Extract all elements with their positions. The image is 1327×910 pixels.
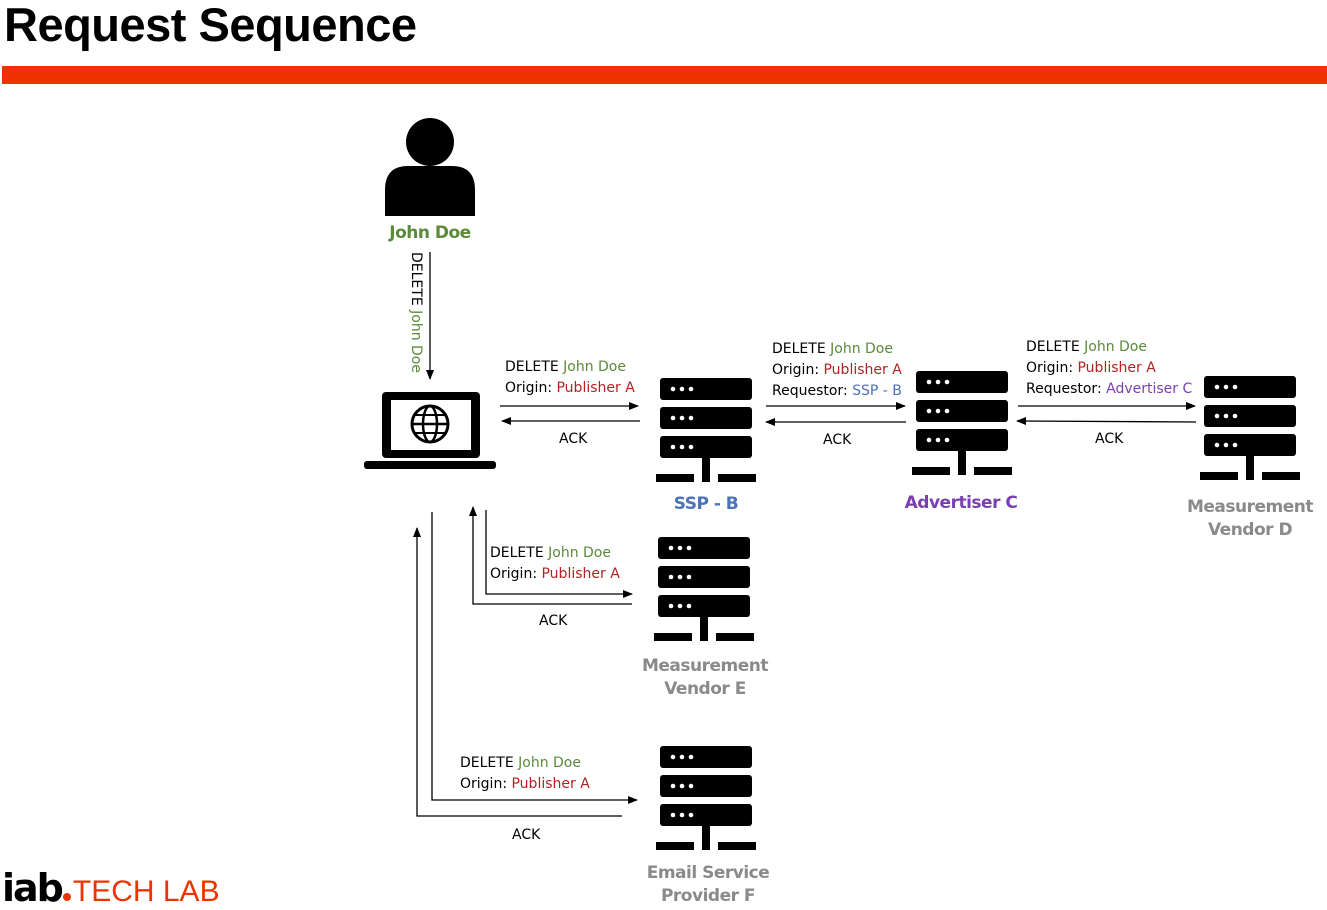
- msg-origin: Publisher A: [823, 362, 902, 378]
- msg-origin-label: Origin:: [505, 380, 553, 396]
- vendor-d-ack-arrow: [1016, 417, 1197, 426]
- vendor-d-name-line1: Measurement: [1186, 497, 1314, 517]
- logo-dot: [62, 893, 71, 901]
- vendor-e-ack-arrow: [469, 506, 632, 605]
- msg-origin-label: Origin:: [772, 362, 820, 378]
- advertiser-name: Advertiser C: [904, 493, 1018, 513]
- msg-requestor-label: Requestor:: [1026, 381, 1102, 397]
- msg-verb: DELETE: [408, 252, 424, 306]
- advertiser-ack-label: ACK: [823, 432, 852, 448]
- logo-mark: iab: [2, 866, 64, 910]
- browser-to-vendor-e-label: DELETE John Doe Origin: Publisher A: [490, 543, 620, 585]
- person-icon: [385, 118, 475, 216]
- msg-origin-label: Origin:: [490, 566, 538, 582]
- email-f-ack-arrow: [413, 527, 622, 817]
- browser-to-vendor-e-arrow: [485, 510, 633, 598]
- msg-subject: John Doe: [548, 545, 611, 561]
- laptop-globe-icon: [364, 392, 496, 469]
- user-name: John Doe: [389, 223, 471, 243]
- advertiser-server-icon: [912, 371, 1012, 475]
- msg-verb: DELETE: [490, 545, 544, 561]
- vendor-e-name-line2: Vendor E: [664, 679, 746, 699]
- accent-bar: [2, 66, 1327, 84]
- vendor-d-server-icon: [1200, 376, 1300, 480]
- msg-subject: John Doe: [830, 341, 893, 357]
- browser-to-ssp-label: DELETE John Doe Origin: Publisher A: [505, 357, 635, 399]
- ssp-name: SSP - B: [673, 494, 739, 514]
- email-f-name: Email Service Provider F: [638, 862, 778, 908]
- msg-verb: DELETE: [772, 341, 826, 357]
- msg-requestor: Advertiser C: [1106, 381, 1193, 397]
- email-f-ack-label: ACK: [512, 827, 541, 843]
- ssp-ack-label: ACK: [559, 431, 588, 447]
- email-f-name-line1: Email Service: [646, 863, 770, 883]
- browser-to-email-f-label: DELETE John Doe Origin: Publisher A: [460, 753, 590, 795]
- msg-origin: Publisher A: [556, 380, 635, 396]
- msg-verb: DELETE: [460, 755, 514, 771]
- msg-origin: Publisher A: [1077, 360, 1156, 376]
- msg-origin-label: Origin:: [460, 776, 508, 792]
- email-f-name-line2: Provider F: [660, 886, 756, 906]
- msg-verb: DELETE: [1026, 339, 1080, 355]
- msg-subject: John Doe: [518, 755, 581, 771]
- logo-text: TECH LAB: [72, 875, 220, 908]
- msg-subject: John Doe: [563, 359, 626, 375]
- advertiser-to-vendor-d-label: DELETE John Doe Origin: Publisher A Requ…: [1026, 337, 1192, 400]
- browser-to-email-f-arrow: [431, 512, 638, 804]
- ssp-server-icon: [656, 378, 756, 482]
- email-f-server-icon: [656, 746, 756, 850]
- msg-requestor-label: Requestor:: [772, 383, 848, 399]
- vendor-e-ack-label: ACK: [539, 613, 568, 629]
- msg-verb: DELETE: [505, 359, 559, 375]
- vendor-d-ack-label: ACK: [1095, 431, 1124, 447]
- vendor-d-name: Measurement Vendor D: [1180, 496, 1320, 542]
- vendor-e-name-line1: Measurement: [641, 656, 769, 676]
- msg-subject: John Doe: [408, 310, 424, 373]
- msg-origin: Publisher A: [541, 566, 620, 582]
- msg-subject: John Doe: [1084, 339, 1147, 355]
- msg-origin-label: Origin:: [1026, 360, 1074, 376]
- user-to-browser-label: DELETE John Doe: [408, 252, 424, 373]
- ssp-to-advertiser-label: DELETE John Doe Origin: Publisher A Requ…: [772, 339, 902, 402]
- msg-origin: Publisher A: [511, 776, 590, 792]
- vendor-e-server-icon: [654, 537, 754, 641]
- msg-requestor: SSP - B: [852, 383, 902, 399]
- vendor-d-name-line2: Vendor D: [1207, 520, 1293, 540]
- vendor-e-name: Measurement Vendor E: [635, 655, 775, 701]
- page-title: Request Sequence: [4, 0, 417, 51]
